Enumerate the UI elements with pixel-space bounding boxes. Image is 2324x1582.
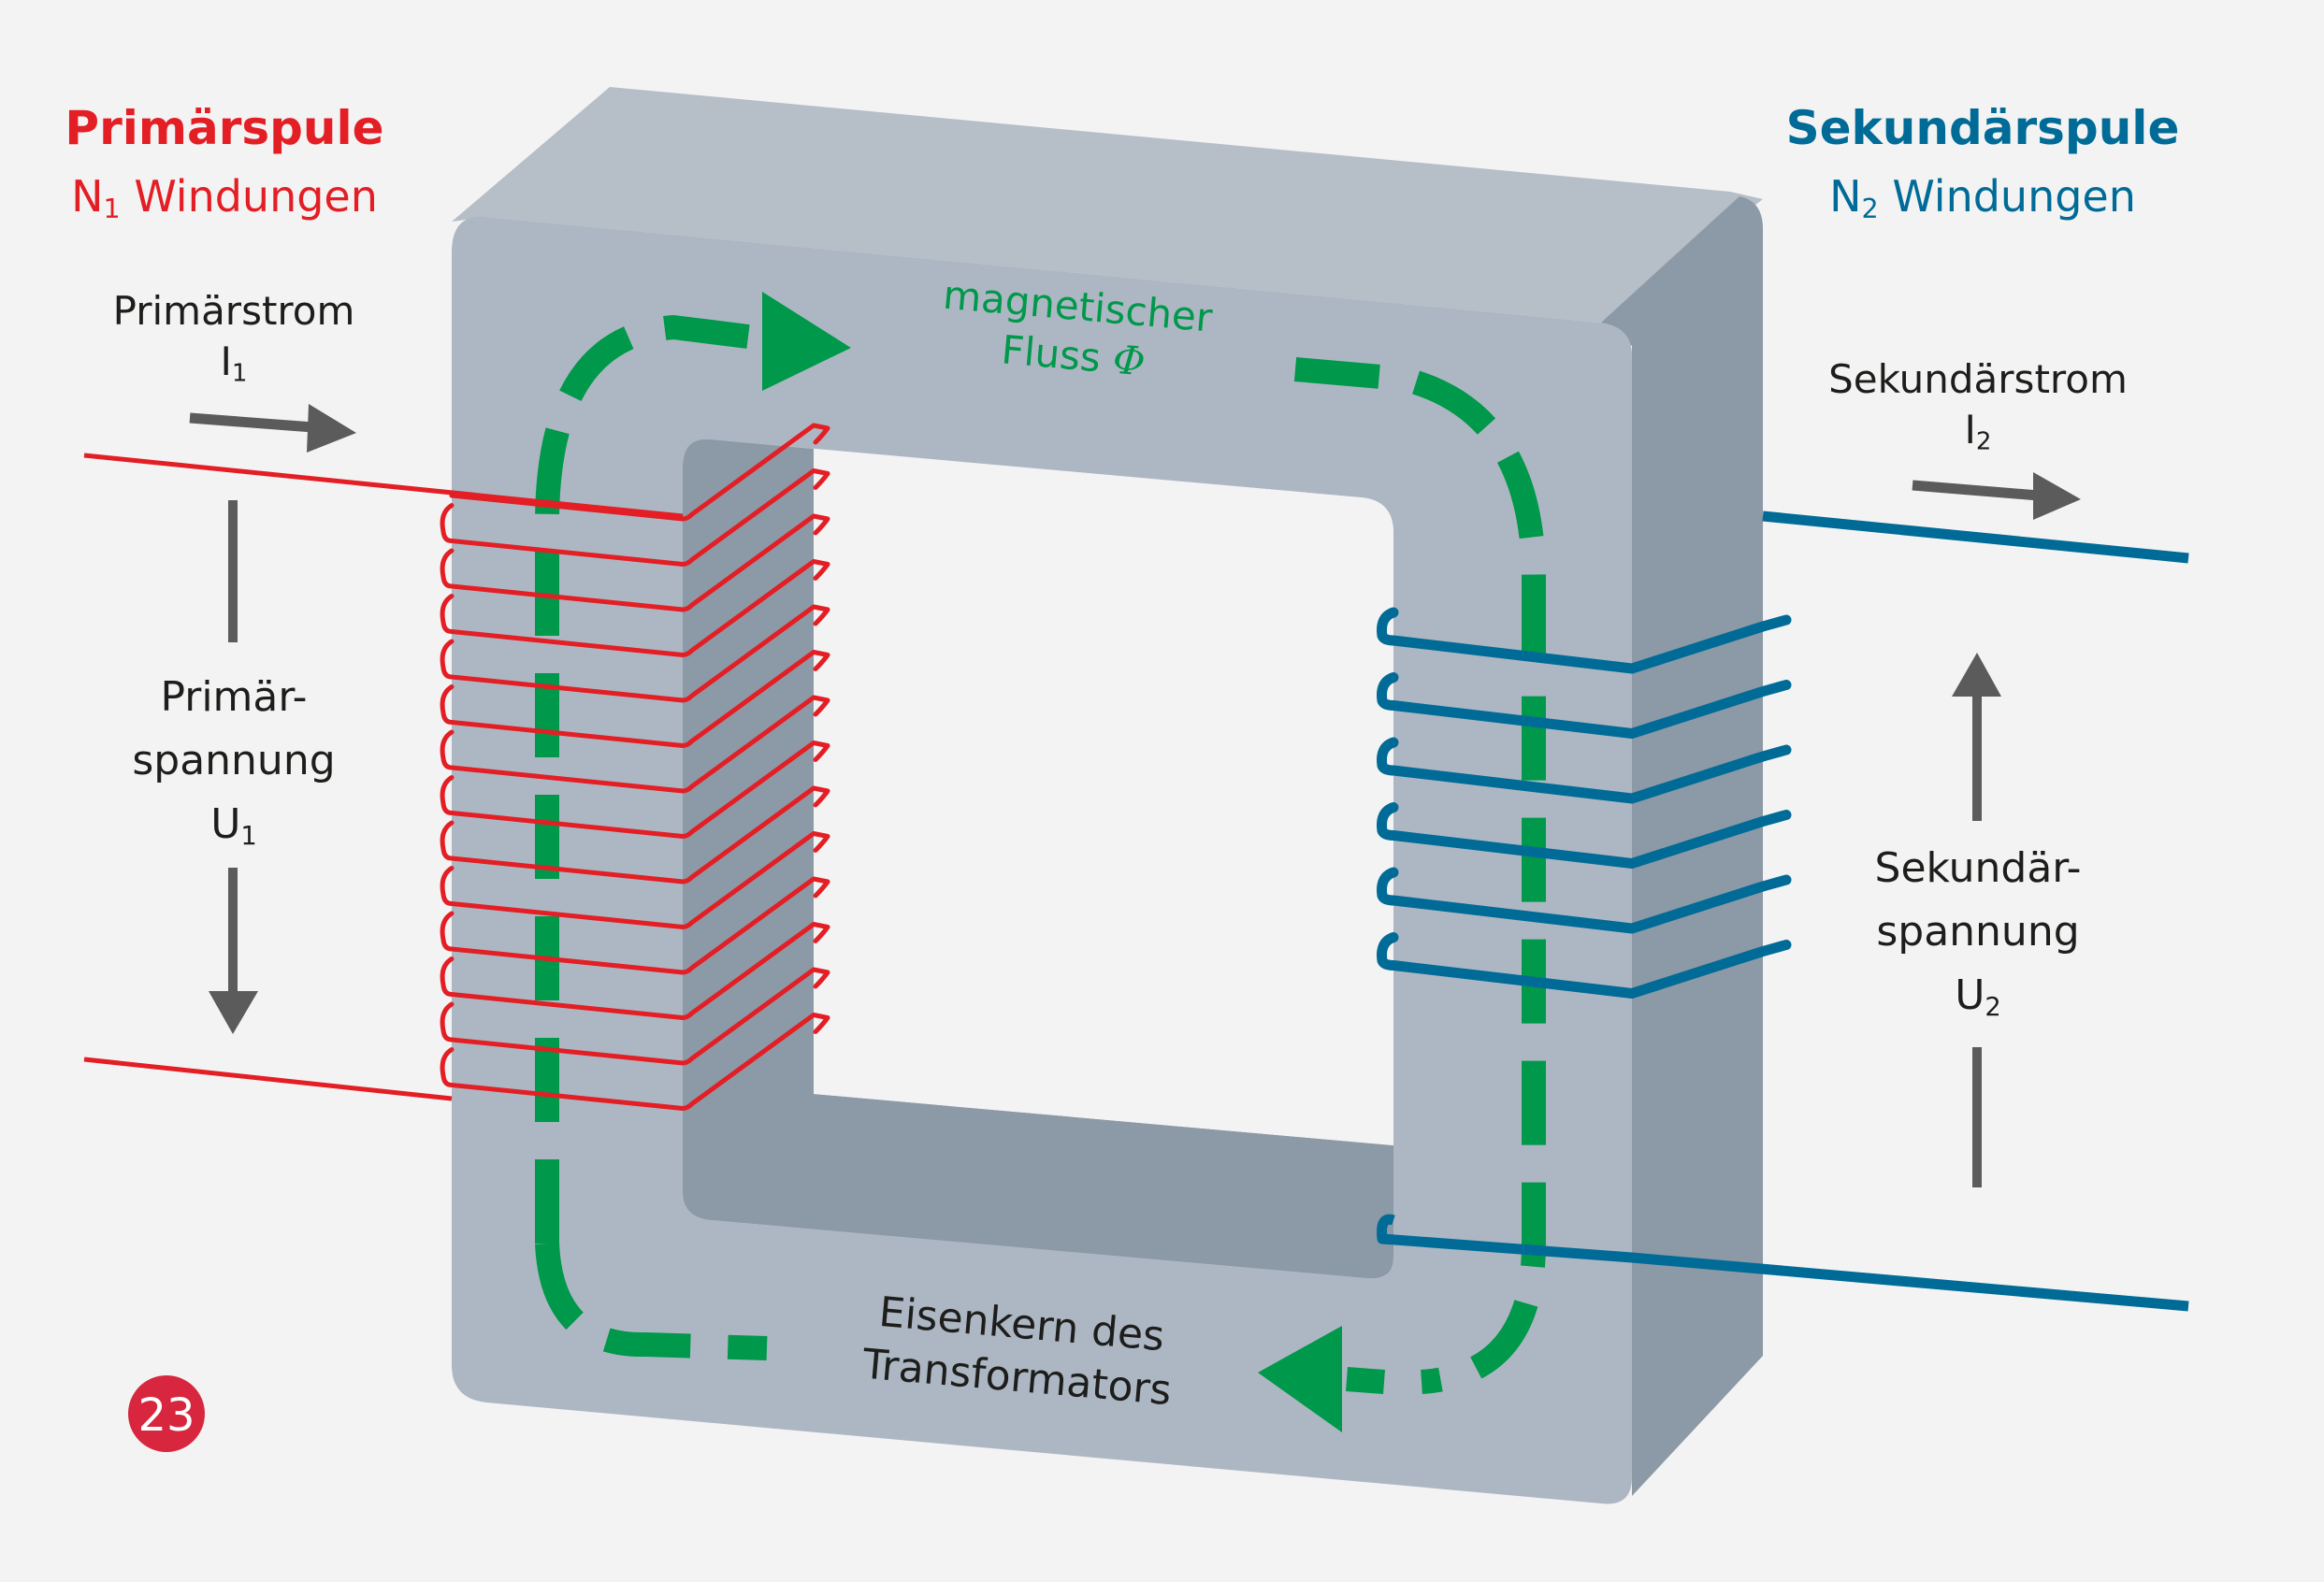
secondary-voltage-label: Sekundär- spannung U2 [1874, 844, 2082, 1023]
primary-winding-turn [440, 468, 830, 567]
primary-winding-turn [440, 559, 830, 657]
core-inner-left-face [683, 439, 814, 1187]
flux-arrow-top-icon [762, 292, 851, 391]
secondary-turns-label: N2 Windungen [1829, 171, 2136, 225]
secondary-winding-turn [1377, 867, 1792, 934]
core-inner-bottom-face [683, 1092, 1393, 1279]
secondary-winding-turn [1377, 672, 1792, 739]
primary-coil [440, 423, 830, 1111]
primary-winding-turn [440, 922, 830, 1020]
primary-winding-turn [440, 876, 830, 975]
primary-winding-turn [440, 650, 830, 748]
figure-number-badge [128, 1375, 205, 1452]
primary-voltage-label: Primär- spannung U1 [132, 673, 336, 852]
primary-winding-turn [440, 785, 830, 884]
secondary-lead-bottom [1377, 1214, 2189, 1312]
primary-current-arrow-icon [189, 404, 356, 453]
secondary-winding-turn [1377, 607, 1792, 674]
secondary-lead-top [1762, 511, 2189, 564]
primary-winding-turn [440, 604, 830, 703]
core-window [814, 449, 1393, 1145]
secondary-coil [1377, 607, 1792, 999]
secondary-winding-turn [1377, 802, 1792, 869]
primary-coil-title: Primärspule [65, 101, 384, 155]
secondary-winding-turn [1377, 932, 1792, 999]
primary-winding-turn [440, 513, 830, 612]
secondary-voltage-arrow-icon [1952, 653, 2001, 1187]
primary-current-label: Primärstrom I1 [112, 288, 355, 388]
primary-winding-turn [440, 967, 830, 1066]
secondary-coil-title: Sekundärspule [1785, 101, 2180, 155]
primary-winding-turn [440, 1013, 830, 1111]
core-front-face [452, 216, 1632, 1504]
primary-winding-turn [440, 831, 830, 929]
primary-turns-label: N1 Windungen [71, 171, 378, 225]
primary-winding-turn [449, 423, 830, 522]
secondary-current-arrow-icon [1912, 472, 2081, 520]
primary-voltage-arrow-icon [209, 500, 258, 1034]
secondary-winding-turn [1377, 737, 1792, 804]
figure-number-text: 23 [137, 1389, 195, 1442]
primary-lead-top [83, 453, 684, 519]
primary-winding-turn [440, 741, 830, 839]
primary-lead-bottom [83, 1057, 453, 1101]
primary-winding-turn [440, 695, 830, 794]
flux-arrow-bottom-icon [1258, 1326, 1342, 1432]
core-top-face [452, 87, 1763, 323]
magnetic-flux-path [535, 314, 1546, 1394]
secondary-current-label: Sekundärstrom I2 [1828, 356, 2128, 456]
